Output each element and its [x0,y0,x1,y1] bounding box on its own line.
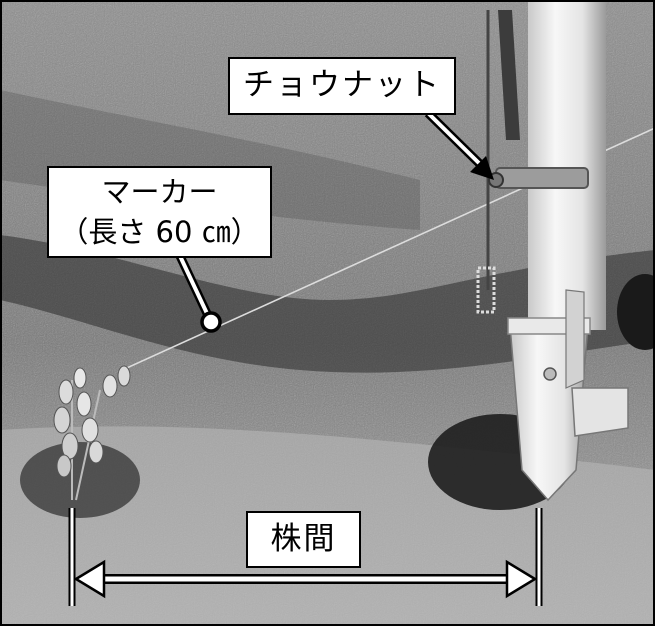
boot [617,274,655,350]
shadow-soft [0,90,420,230]
shadow-band [0,235,655,373]
pipe-clamp [495,167,589,189]
leader-marker [175,254,222,333]
wing-nut-label-text: チョウナット [243,67,441,103]
foot-bracket [571,387,629,437]
leader-nut [424,109,494,180]
plant-spacing-label-text: 株間 [270,521,337,557]
marker-label-line2: （長さ 60 ㎝） [59,215,260,249]
side-bracket [565,289,585,389]
spacing-dimension [68,508,543,606]
wing-nut-label: チョウナット [228,57,456,115]
marker-label: マーカー （長さ 60 ㎝） [47,166,272,258]
spring [476,266,496,314]
planter-pipe [528,0,606,330]
plant-spacing-label: 株間 [246,511,361,568]
marker-label-line1: マーカー [101,175,218,209]
seedling [53,365,131,501]
handle-bar [498,10,520,140]
bolt [543,367,557,381]
